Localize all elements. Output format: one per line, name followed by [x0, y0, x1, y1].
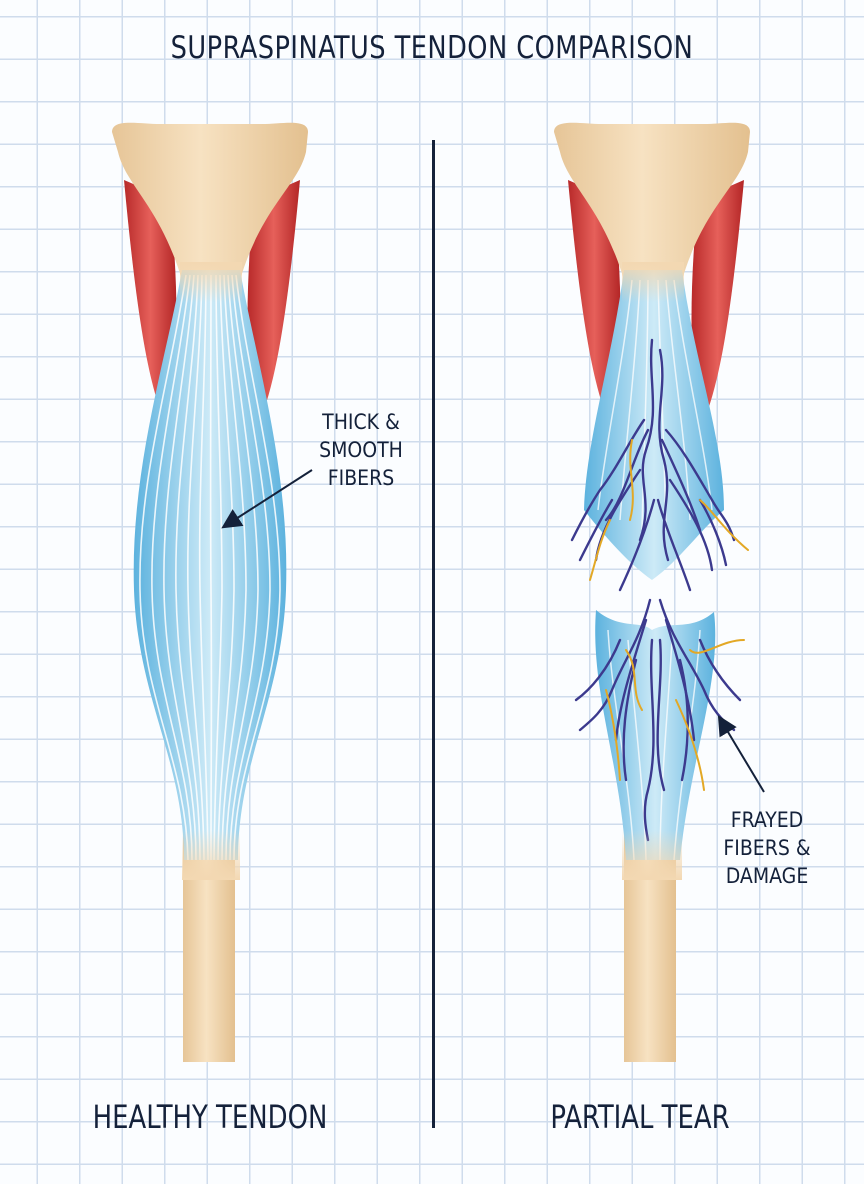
tendon-top-blend	[180, 262, 242, 302]
center-divider	[432, 140, 435, 1128]
healthy-annotation-line-2: SMOOTH	[306, 436, 416, 464]
torn-tendon-illustration	[554, 123, 750, 1062]
healthy-annotation-line-1: THICK &	[306, 408, 416, 436]
tendon-bottom-blend	[182, 830, 240, 880]
torn-annotation-line-3: DAMAGE	[712, 862, 822, 890]
torn-annotation: FRAYED FIBERS & DAMAGE	[712, 806, 822, 890]
healthy-annotation: THICK & SMOOTH FIBERS	[306, 408, 416, 492]
torn-annotation-arrow	[722, 722, 764, 792]
torn-bottom-blend	[622, 830, 682, 880]
torn-tendon-lower	[595, 610, 715, 860]
partial-tear-label: PARTIAL TEAR	[496, 1098, 784, 1136]
healthy-annotation-line-3: FIBERS	[306, 464, 416, 492]
torn-annotation-line-1: FRAYED	[712, 806, 822, 834]
healthy-tendon-illustration	[112, 123, 308, 1062]
torn-top-blend	[622, 262, 684, 302]
healthy-tendon-label: HEALTHY TENDON	[66, 1098, 354, 1136]
torn-annotation-line-2: FIBERS &	[712, 834, 822, 862]
